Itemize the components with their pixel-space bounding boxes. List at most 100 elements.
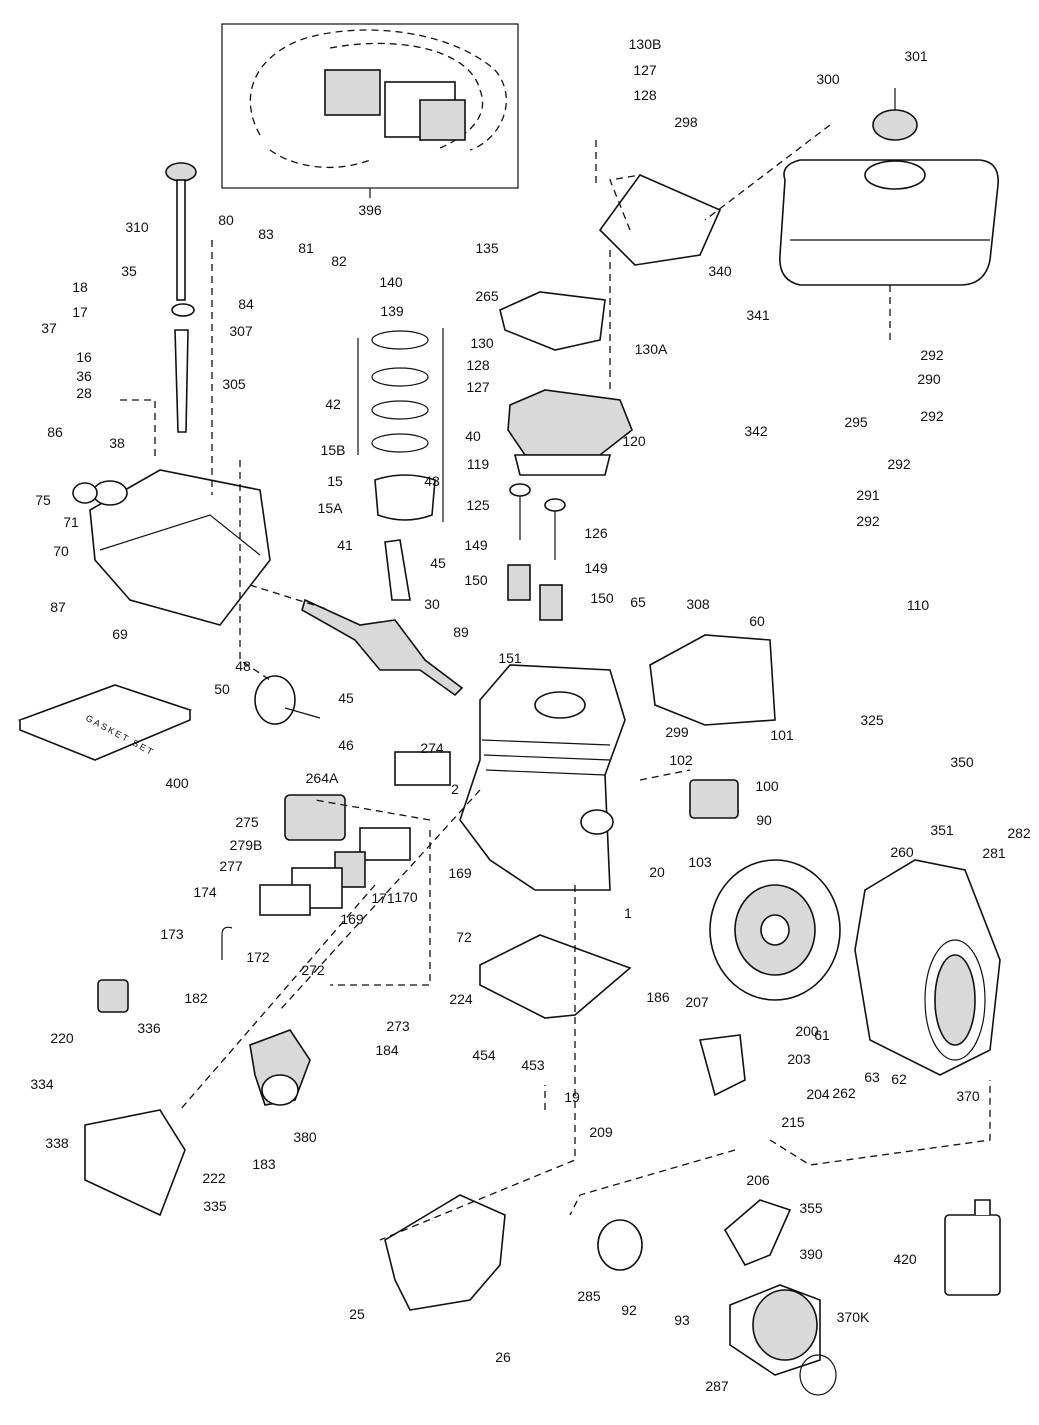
part-label: 127 — [466, 379, 490, 395]
mounting-plate — [598, 174, 722, 266]
part-label: 335 — [203, 1198, 227, 1214]
part-label: 36 — [76, 368, 92, 384]
head-shield — [499, 291, 606, 351]
part-label: 40 — [465, 428, 481, 444]
air-cleaner-box — [84, 1109, 186, 1217]
part-label: 224 — [449, 991, 473, 1007]
part-label: 86 — [47, 424, 63, 440]
carburetor — [249, 1029, 311, 1106]
ignition-module — [689, 779, 739, 819]
part-label: 298 — [674, 114, 698, 130]
part-label: 50 — [214, 681, 230, 697]
part-label: 390 — [799, 1246, 823, 1262]
part-label: 292 — [920, 347, 944, 363]
part-label: 207 — [685, 994, 709, 1010]
part-label: 69 — [112, 626, 128, 642]
part-label: 25 — [349, 1306, 365, 1322]
part-label: 62 — [891, 1071, 907, 1087]
part-label: 35 — [121, 263, 137, 279]
part-label: 87 — [50, 599, 66, 615]
blower-housing — [854, 859, 1001, 1076]
part-label: 220 — [50, 1030, 74, 1046]
starter-cup — [597, 1219, 643, 1271]
piston-rings — [357, 328, 444, 522]
part-label: 355 — [799, 1200, 823, 1216]
part-label: 292 — [887, 456, 911, 472]
primer-bulb — [97, 979, 129, 1013]
part-label: 30 — [424, 596, 440, 612]
part-label: 103 — [688, 854, 712, 870]
part-label: 182 — [184, 990, 208, 1006]
rewind-starter — [723, 1199, 837, 1396]
part-label: 84 — [238, 296, 254, 312]
part-label: 215 — [781, 1114, 805, 1130]
part-label: 18 — [72, 279, 88, 295]
part-label: 125 — [466, 497, 490, 513]
part-label: 41 — [337, 537, 353, 553]
engine-block — [459, 664, 626, 891]
valves — [507, 483, 566, 621]
part-label: 171 — [371, 890, 395, 906]
part-label: 299 — [665, 724, 689, 740]
part-label: 127 — [633, 62, 657, 78]
part-label: 380 — [293, 1129, 317, 1145]
part-label: 45 — [338, 690, 354, 706]
part-label: 128 — [466, 357, 490, 373]
part-label: 203 — [787, 1051, 811, 1067]
part-label: 334 — [30, 1076, 54, 1092]
part-label: 15B — [321, 442, 346, 458]
part-label: 46 — [338, 737, 354, 753]
part-label: 20 — [649, 864, 665, 880]
part-label: 17 — [72, 304, 88, 320]
crankshaft — [301, 598, 464, 697]
part-label: 420 — [893, 1251, 917, 1267]
part-label: 173 — [160, 926, 184, 942]
part-label: 308 — [686, 596, 710, 612]
part-label: 93 — [674, 1312, 690, 1328]
part-label: 170 — [394, 889, 418, 905]
shroud-guard — [384, 1194, 506, 1311]
fuel-line-inset — [221, 23, 519, 198]
camshaft-gear — [254, 675, 296, 725]
part-label: 43 — [424, 473, 440, 489]
part-label: 325 — [860, 712, 884, 728]
part-label: 169 — [340, 911, 364, 927]
part-label: 174 — [193, 884, 217, 900]
part-label: 130B — [629, 36, 662, 52]
part-label: 370K — [837, 1309, 870, 1325]
part-label: 89 — [453, 624, 469, 640]
part-label: 222 — [202, 1170, 226, 1186]
part-label: 290 — [917, 371, 941, 387]
part-label: 102 — [669, 752, 693, 768]
part-label: 150 — [464, 572, 488, 588]
part-label: 305 — [222, 376, 246, 392]
part-label: 149 — [464, 537, 488, 553]
part-label: 340 — [708, 263, 732, 279]
part-label: 37 — [41, 320, 57, 336]
part-label: 82 — [331, 253, 347, 269]
part-label: 101 — [770, 727, 794, 743]
part-label: 19 — [564, 1089, 580, 1105]
part-label: 80 — [218, 212, 234, 228]
part-label: 128 — [633, 87, 657, 103]
part-label: 140 — [379, 274, 403, 290]
gasket-set-box: GASKET SET — [17, 684, 193, 761]
part-label: 291 — [856, 487, 880, 503]
part-label: 110 — [907, 597, 930, 613]
part-label: 273 — [386, 1018, 410, 1034]
part-label: 292 — [920, 408, 944, 424]
part-label: 342 — [744, 423, 768, 439]
part-label: 350 — [950, 754, 974, 770]
fuel-tank — [779, 88, 999, 286]
part-label: 149 — [584, 560, 608, 576]
part-label: 48 — [235, 658, 251, 674]
part-label: 279B — [230, 837, 263, 853]
part-label: 42 — [325, 396, 341, 412]
part-label: 295 — [844, 414, 868, 430]
part-label: 206 — [746, 1172, 770, 1188]
oil-bottle — [944, 1199, 1001, 1296]
part-label: 83 — [258, 226, 274, 242]
part-label: 65 — [630, 594, 646, 610]
